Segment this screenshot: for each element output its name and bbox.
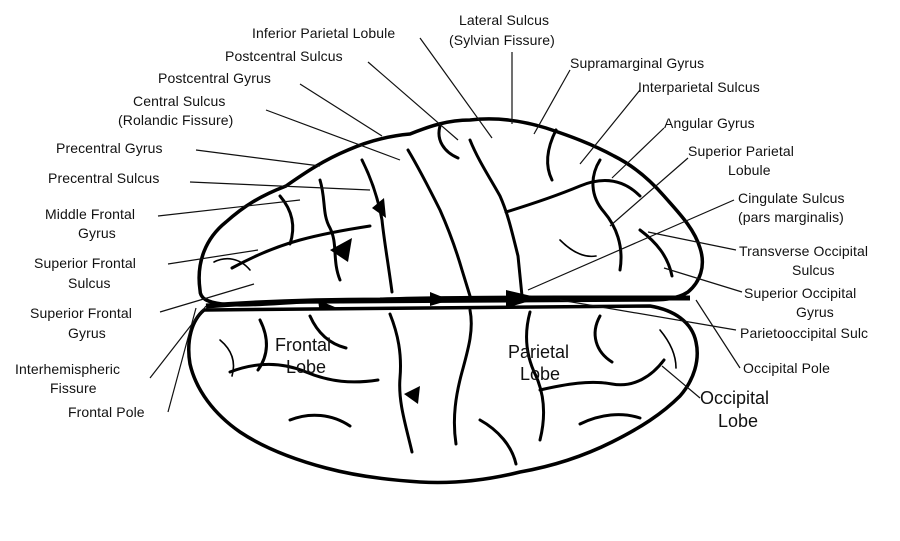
lower-hemisphere-outline <box>187 304 699 485</box>
label-interhemispheric-fissure-1: Interhemispheric <box>15 361 120 377</box>
label-superior-frontal-sulcus-2: Sulcus <box>68 275 111 291</box>
leader-angular-gyrus <box>611 127 665 179</box>
label-parietal-lobe-1: Parietal <box>508 342 569 362</box>
label-interparietal-sulcus: Interparietal Sulcus <box>638 79 760 95</box>
label-interhemispheric-fissure-2: Fissure <box>50 380 97 396</box>
leader-interhemispheric-fissure <box>149 305 207 379</box>
label-lateral-sulcus-1: Lateral Sulcus <box>459 12 549 28</box>
label-frontal-lobe-1: Frontal <box>275 335 331 355</box>
leader-interparietal-sulcus <box>579 89 641 165</box>
leader-occipital-lobe <box>661 365 701 399</box>
label-superior-parietal-lobule-1: Superior Parietal <box>688 143 794 159</box>
label-cingulate-sulcus-2: (pars marginalis) <box>738 209 844 225</box>
lower-parietal-sulcus <box>538 358 666 392</box>
leader-inferior-parietal-lobule <box>419 37 493 139</box>
lower-fold-7 <box>219 339 235 377</box>
leader-postcentral-sulcus <box>367 61 459 141</box>
upper-fold-6 <box>437 124 460 160</box>
upper-fold-8 <box>559 239 597 258</box>
label-frontal-pole: Frontal Pole <box>68 404 145 420</box>
upper-fold-3 <box>278 194 295 246</box>
fissure-blob-2 <box>506 290 540 308</box>
leader-parietooccipital-sulcus <box>559 299 737 331</box>
postcentral-sulcus-path <box>468 138 524 298</box>
label-superior-occipital-gyrus-2: Gyrus <box>796 304 834 320</box>
lower-hemisphere <box>187 304 699 485</box>
lower-central-sulcus <box>452 308 473 446</box>
label-cingulate-sulcus-1: Cingulate Sulcus <box>738 190 845 206</box>
lower-precentral-sulcus <box>388 312 414 454</box>
label-supramarginal-gyrus: Supramarginal Gyrus <box>570 55 704 71</box>
label-inferior-parietal-lobule: Inferior Parietal Lobule <box>252 25 395 41</box>
interparietal-sulcus-path <box>504 179 642 214</box>
label-central-sulcus-1: Central Sulcus <box>133 93 225 109</box>
upper-hemisphere <box>197 117 705 307</box>
leader-cingulate-sulcus <box>527 199 735 291</box>
leader-precentral-gyrus <box>195 149 321 167</box>
lower-fold-5 <box>478 418 518 466</box>
label-transverse-occipital-sulcus-1: Transverse Occipital <box>739 243 868 259</box>
lower-frontal-sulcus <box>228 363 380 384</box>
lower-fold-8 <box>659 329 677 369</box>
label-superior-occipital-gyrus-1: Superior Occipital <box>744 285 856 301</box>
label-postcentral-sulcus: Postcentral Sulcus <box>225 48 343 64</box>
label-frontal-lobe-2: Lobe <box>286 357 326 377</box>
leader-middle-frontal-gyrus <box>157 199 301 217</box>
label-postcentral-gyrus: Postcentral Gyrus <box>158 70 271 86</box>
label-middle-frontal-gyrus-2: Gyrus <box>78 225 116 241</box>
label-superior-frontal-gyrus-1: Superior Frontal <box>30 305 132 321</box>
leader-superior-frontal-sulcus <box>167 249 259 265</box>
label-lateral-sulcus-2: (Sylvian Fissure) <box>449 32 555 48</box>
upper-fold-7 <box>213 257 251 271</box>
sulcal-blob-2 <box>372 198 386 218</box>
leader-superior-frontal-gyrus <box>159 283 255 313</box>
lower-postcentral-sulcus <box>525 310 545 442</box>
label-parietal-lobe-2: Lobe <box>520 364 560 384</box>
central-sulcus-path <box>406 148 472 298</box>
labels: Inferior Parietal Lobule Lateral Sulcus … <box>15 12 868 431</box>
label-superior-frontal-gyrus-2: Gyrus <box>68 325 106 341</box>
label-precentral-gyrus: Precentral Gyrus <box>56 140 163 156</box>
label-transverse-occipital-sulcus-2: Sulcus <box>792 262 835 278</box>
label-precentral-sulcus: Precentral Sulcus <box>48 170 159 186</box>
lower-fold-3 <box>593 314 614 364</box>
label-occipital-pole: Occipital Pole <box>743 360 830 376</box>
lower-fold-2 <box>308 314 348 350</box>
upper-fold-4 <box>318 178 342 282</box>
lower-fold-6 <box>578 413 642 426</box>
leader-frontal-pole <box>167 307 197 413</box>
fissure-blob-1 <box>430 292 450 306</box>
label-parietooccipital-sulcus: Parietooccipital Sulc <box>740 325 868 341</box>
leader-precentral-sulcus <box>189 181 371 191</box>
label-occipital-lobe-1: Occipital <box>700 388 769 408</box>
upper-fold-5 <box>638 228 674 278</box>
leader-superior-parietal-lobule <box>609 157 689 227</box>
superior-frontal-sulcus-path <box>230 224 372 270</box>
label-middle-frontal-gyrus-1: Middle Frontal <box>45 206 135 222</box>
label-central-sulcus-2: (Rolandic Fissure) <box>118 112 233 128</box>
lower-blob-1 <box>404 386 420 404</box>
interhemispheric-fissure-line <box>205 295 690 309</box>
label-angular-gyrus: Angular Gyrus <box>664 115 755 131</box>
leader-lines <box>149 37 743 413</box>
leader-transverse-occipital <box>647 231 737 251</box>
label-superior-frontal-sulcus-1: Superior Frontal <box>34 255 136 271</box>
lower-fold-1 <box>256 318 268 372</box>
leader-postcentral-gyrus <box>299 83 383 137</box>
label-occipital-lobe-2: Lobe <box>718 411 758 431</box>
leader-superior-occipital-gyrus <box>663 267 743 293</box>
leader-occipital-pole <box>695 299 741 369</box>
leader-central-sulcus <box>265 109 401 161</box>
upper-fold-2 <box>591 158 623 272</box>
lower-fold-4 <box>288 413 352 428</box>
leader-supramarginal-gyrus <box>533 69 571 135</box>
label-superior-parietal-lobule-2: Lobule <box>728 162 771 178</box>
upper-fold-1 <box>546 128 558 182</box>
precentral-sulcus-path <box>360 158 394 294</box>
sulcal-blob-1 <box>330 238 352 262</box>
